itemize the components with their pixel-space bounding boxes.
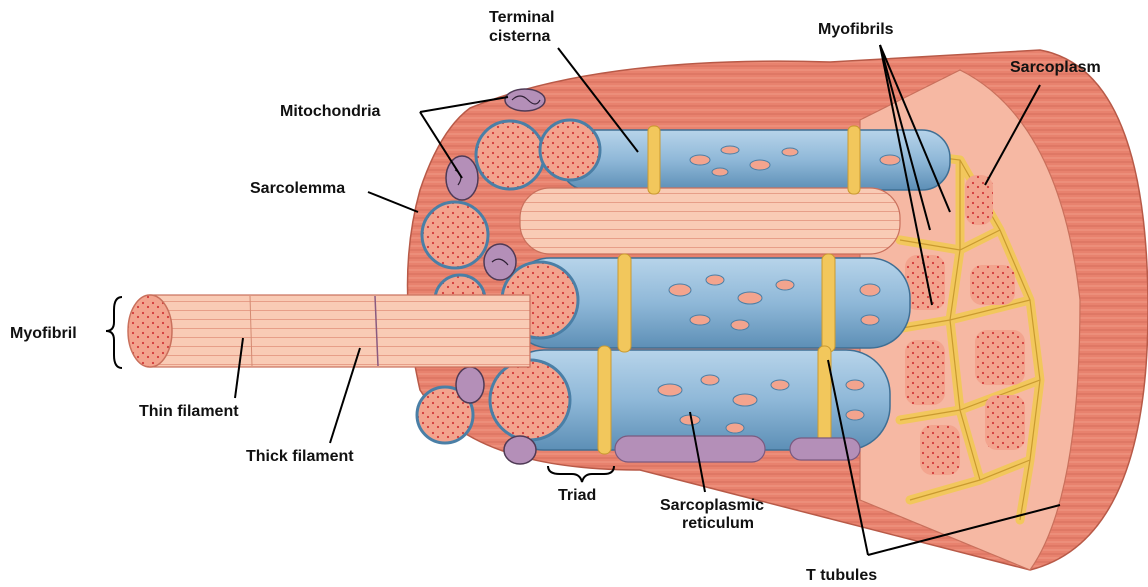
label-terminal-cisterna-line1: Terminal [489,9,555,26]
label-sarcoplasmic-reticulum-line1: Sarcoplasmic [660,497,764,514]
label-sarcoplasmic-reticulum-line2: reticulum [682,515,754,532]
label-terminal-cisterna-line2: cisterna [489,28,550,45]
label-myofibrils: Myofibrils [818,21,894,38]
label-sarcolemma: Sarcolemma [250,180,345,197]
myofibril-brace [106,297,122,368]
label-myofibril: Myofibril [10,325,77,342]
label-mitochondria: Mitochondria [280,103,381,120]
label-sarcoplasm: Sarcoplasm [1010,59,1101,76]
label-thick-filament: Thick filament [246,448,354,465]
label-triad: Triad [558,487,596,504]
label-t-tubules: T tubules [806,567,877,584]
label-thin-filament: Thin filament [139,403,239,420]
extended-myofibril [128,295,530,367]
